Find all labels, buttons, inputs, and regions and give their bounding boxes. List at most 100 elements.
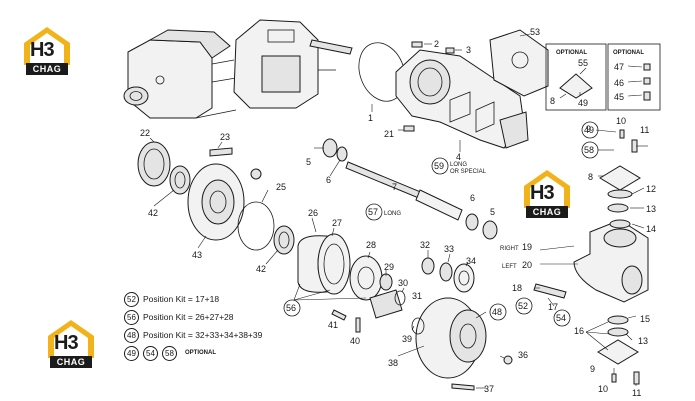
washer-29: [379, 273, 393, 291]
callout-8: 8: [588, 172, 593, 182]
bushing-6-bottom: [465, 213, 479, 231]
house-logo-icon: [48, 320, 94, 358]
callout-27: 27: [332, 218, 342, 228]
optional-box-right: OPTIONAL: [607, 43, 661, 111]
ring-gear-27: [317, 233, 351, 295]
callout-13-bottom: 13: [638, 336, 648, 346]
callout-4: 4: [456, 152, 461, 162]
legend-row: 48 Position Kit = 32+33+34+38+39: [124, 326, 262, 344]
bushing-5-top: [322, 138, 338, 158]
logo-caption: CHAG: [526, 206, 568, 218]
differential-assembly: [211, 19, 336, 109]
brand-logo-middle: H3 CHAG: [522, 168, 572, 220]
kingpin-cap-bottom: [597, 339, 639, 365]
legend-code: 58: [162, 345, 177, 361]
bearing-33: [439, 262, 453, 282]
bolt-21: [403, 125, 415, 132]
seal-12: [607, 189, 633, 199]
callout-20: 20: [522, 260, 532, 270]
callout-31: 31: [412, 291, 422, 301]
plate-31: [369, 289, 403, 319]
spacer-32: [421, 257, 435, 275]
callout-46: 46: [614, 78, 624, 88]
bolt-10-bottom: [611, 373, 617, 383]
callout-38: 38: [388, 358, 398, 368]
callout-41: 41: [328, 320, 338, 330]
brand-logo-bottom: H3 CHAG: [46, 318, 96, 370]
callout-7: 7: [392, 182, 397, 192]
callout-49: 49: [584, 125, 594, 135]
optional-box-title: OPTIONAL: [613, 50, 644, 56]
callout-25: 25: [276, 182, 286, 192]
callout-11-top: 11: [640, 125, 649, 135]
callout-58: 58: [584, 145, 594, 155]
callout-numbers: 2 3 21 53 4 5 6 7 6 5 22 23 42 43 25 42 …: [140, 27, 656, 398]
note-or-special: OR SPECIAL: [450, 169, 487, 175]
callout-21: 21: [384, 129, 394, 139]
callout-10-top: 10: [616, 116, 626, 126]
axle-housing: [395, 49, 529, 149]
bolt-2: [411, 41, 423, 48]
callout-47: 47: [614, 62, 624, 72]
kingpin-cap-top: [599, 165, 641, 191]
callout-16: 16: [574, 326, 584, 336]
legend-code: 54: [143, 345, 158, 361]
bearing-42-left: [169, 165, 191, 195]
callout-32: 32: [420, 240, 430, 250]
legend-optional-label: OPTIONAL: [185, 350, 216, 356]
callout-13-top: 13: [646, 204, 656, 214]
callout-12: 12: [646, 184, 656, 194]
callout-18: 18: [512, 283, 522, 293]
washer-13-top: [607, 203, 629, 213]
bushing-5-bottom: [482, 220, 498, 240]
callout-48: 48: [492, 307, 502, 317]
callout-55: 55: [578, 58, 588, 68]
o-ring-25: [237, 201, 275, 251]
callout-43: 43: [192, 250, 202, 260]
seal-22: [137, 141, 171, 187]
bolt-23: [209, 147, 233, 157]
note-right: RIGHT: [500, 246, 519, 252]
planet-gear-34: [453, 263, 475, 293]
callout-26: 26: [308, 208, 318, 218]
bearing-42-right: [273, 225, 295, 255]
legend-text: Position Kit = 32+33+34+38+39: [143, 330, 263, 340]
callout-5-bottom: 5: [490, 207, 495, 217]
bearing-14: [609, 219, 631, 229]
bolt-3: [445, 47, 455, 54]
callout-19: 19: [522, 242, 532, 252]
callout-53: 53: [530, 27, 540, 37]
callout-6-bottom: 6: [470, 193, 475, 203]
callout-49-optional: 49: [578, 98, 588, 108]
circled-callouts: 59 57 56 48 52 54 49 58: [283, 121, 599, 327]
callout-59: 59: [434, 161, 444, 171]
note-long-shaft: LONG: [384, 211, 401, 217]
legend-text: Position Kit = 17+18: [143, 294, 220, 304]
washer-13-bottom: [607, 327, 629, 337]
callout-17: 17: [548, 302, 558, 312]
callout-15: 15: [640, 314, 650, 324]
brand-logo-top: H3 CHAG: [22, 25, 72, 77]
callout-34: 34: [466, 256, 476, 266]
o-ring-39: [411, 317, 425, 335]
callout-37: 37: [484, 384, 494, 394]
callout-3: 3: [466, 45, 471, 55]
logo-mark: H3: [30, 39, 55, 61]
callout-40: 40: [350, 336, 360, 346]
callout-56: 56: [286, 303, 296, 313]
plug-36: [503, 355, 513, 365]
callout-54: 54: [556, 313, 566, 323]
logo-caption: CHAG: [50, 356, 92, 368]
legend-code: 52: [124, 291, 139, 307]
text-notes: LONG OR SPECIAL LONG RIGHT LEFT: [384, 162, 519, 270]
callout-6-top: 6: [326, 175, 331, 185]
legend-code: 48: [124, 327, 139, 343]
callout-10-bottom: 10: [598, 384, 608, 394]
callout-2: 2: [434, 39, 439, 49]
housing-cover: [489, 29, 549, 97]
axle-shaft-top: [309, 39, 353, 55]
callout-39: 39: [402, 334, 412, 344]
logo-mark: H3: [54, 332, 79, 354]
bolt-41: [331, 309, 347, 321]
